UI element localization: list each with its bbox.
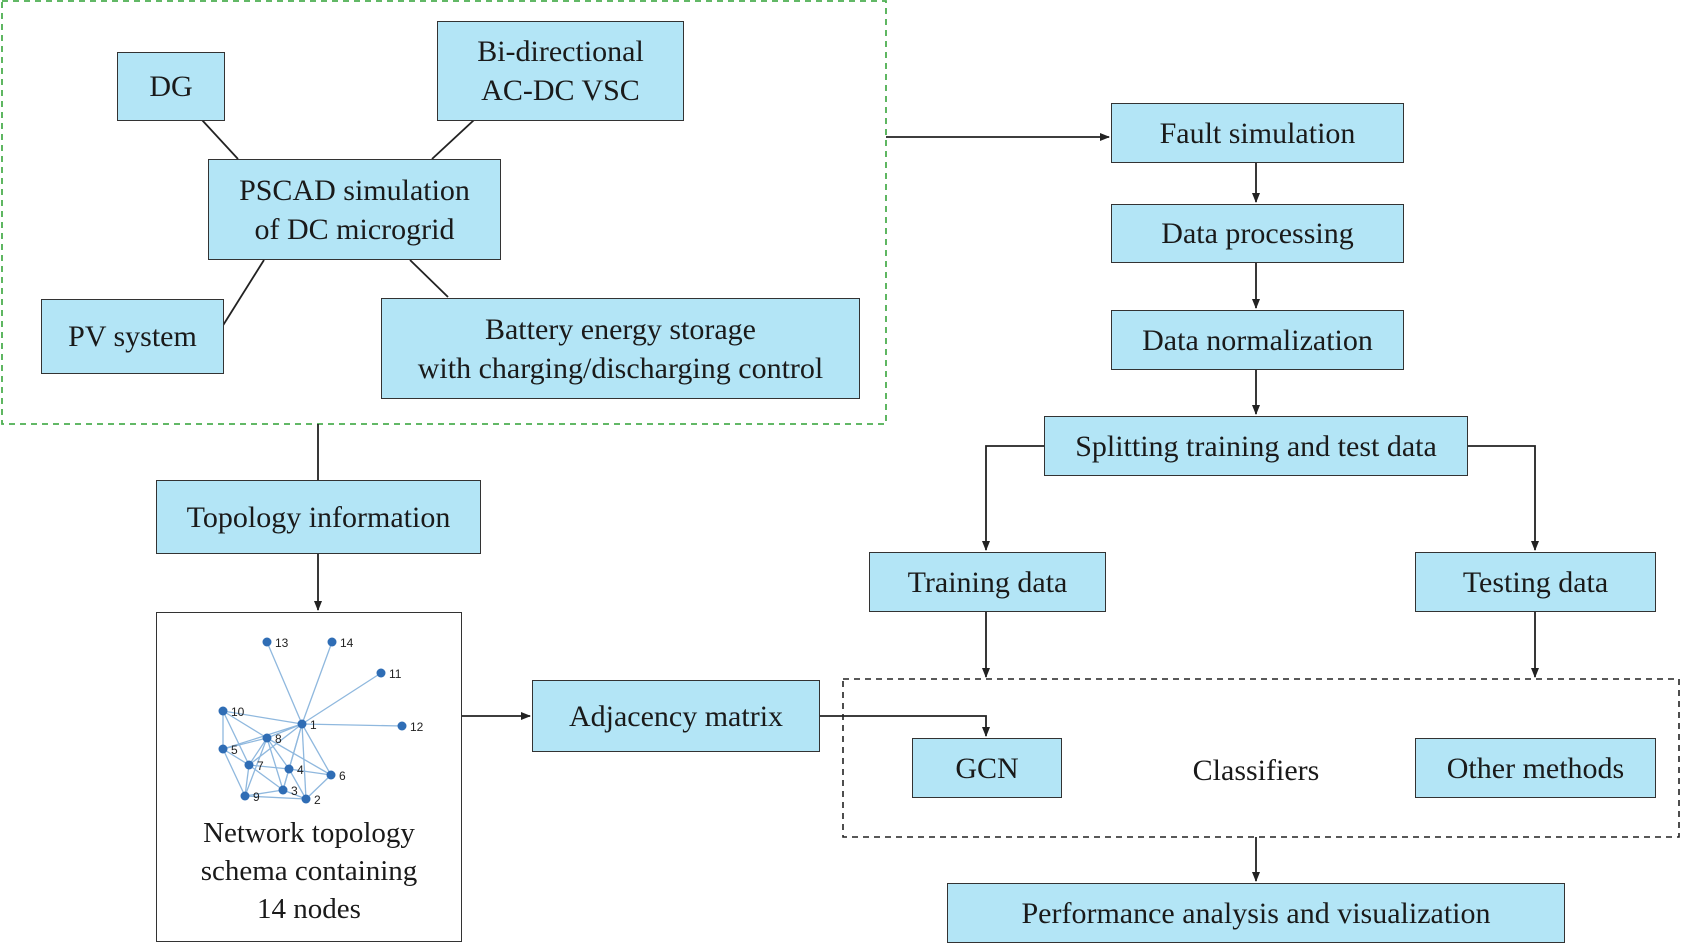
data-normalization-box: Data normalization — [1111, 310, 1404, 370]
pscad-box: PSCAD simulation of DC microgrid — [208, 159, 501, 260]
graph-edge-4-6 — [288, 768, 332, 776]
performance-box: Performance analysis and visualization — [947, 883, 1565, 943]
graph-edge-1-10 — [222, 710, 303, 725]
graph-node-12 — [397, 721, 407, 731]
graph-node-11 — [376, 668, 386, 678]
vsc-box: Bi-directional AC-DC VSC — [437, 21, 684, 121]
graph-edge-1-6 — [301, 723, 332, 776]
graph-node-5 — [218, 744, 228, 754]
dg-box: DG — [117, 52, 225, 121]
graph-node-label-14: 14 — [340, 636, 354, 650]
arrow-splitting-training — [982, 445, 1044, 551]
graph-edge-5-9 — [222, 748, 246, 797]
graph-node-9 — [240, 791, 250, 801]
graph-node-8 — [262, 733, 272, 743]
graph-node-label-10: 10 — [231, 705, 245, 719]
graph-edge-7-3 — [248, 764, 284, 791]
graph-node-label-6: 6 — [339, 769, 346, 783]
graph-edge-7-9 — [244, 764, 250, 797]
graph-node-2 — [301, 794, 311, 804]
graph-node-4 — [284, 764, 294, 774]
splitting-data-box: Splitting training and test data — [1044, 416, 1468, 476]
topology-information-box: Topology information — [156, 480, 481, 554]
graph-node-3 — [278, 785, 288, 795]
graph-edge-10-7 — [222, 710, 250, 766]
graph-node-label-9: 9 — [253, 790, 260, 804]
graph-edge-10-8 — [222, 710, 268, 739]
graph-edge-8-4 — [266, 737, 290, 770]
graph-edge-1-12 — [301, 723, 403, 727]
connector-dg-pscad — [201, 119, 239, 160]
graph-edge-1-2 — [301, 723, 307, 800]
connector-vsc-pscad — [431, 119, 475, 160]
graph-node-label-5: 5 — [231, 743, 238, 757]
graph-edge-8-9 — [244, 737, 268, 797]
graph-node-label-7: 7 — [257, 759, 264, 773]
graph-edge-8-7 — [248, 737, 268, 766]
graph-edge-4-2 — [288, 768, 307, 800]
graph-edge-1-11 — [301, 672, 382, 725]
graph-edge-9-2 — [244, 795, 307, 800]
graph-node-7 — [244, 760, 254, 770]
battery-box: Battery energy storage with charging/dis… — [381, 298, 860, 399]
graph-node-label-4: 4 — [297, 763, 304, 777]
graph-edge-1-7 — [248, 723, 303, 766]
fault-simulation-box: Fault simulation — [1111, 103, 1404, 163]
graph-edge-7-4 — [248, 764, 290, 770]
pv-box: PV system — [41, 299, 224, 374]
graph-edge-5-7 — [222, 748, 250, 766]
graph-node-14 — [327, 637, 337, 647]
connector-pscad-battery — [409, 259, 449, 298]
graph-node-label-1: 1 — [310, 718, 317, 732]
graph-edge-1-13 — [266, 641, 303, 725]
graph-node-10 — [218, 706, 228, 716]
gcn-box: GCN — [912, 738, 1062, 798]
graph-node-label-13: 13 — [275, 636, 289, 650]
graph-edge-1-14 — [301, 641, 333, 725]
classifiers-group-border — [842, 678, 1680, 838]
adjacency-matrix-box: Adjacency matrix — [532, 680, 820, 752]
graph-edge-3-9 — [244, 789, 284, 797]
graph-node-label-3: 3 — [291, 784, 298, 798]
network-topology-caption: Network topology schema containing 14 no… — [200, 816, 418, 926]
connector-pscad-pv — [221, 259, 265, 328]
training-data-box: Training data — [869, 552, 1106, 612]
graph-node-label-8: 8 — [275, 732, 282, 746]
graph-node-label-11: 11 — [389, 667, 402, 681]
graph-edge-5-8 — [222, 737, 268, 750]
arrow-splitting-testing — [1467, 445, 1539, 551]
graph-node-1 — [297, 719, 307, 729]
other-methods-box: Other methods — [1415, 738, 1656, 798]
graph-node-13 — [262, 637, 272, 647]
graph-node-label-12: 12 — [410, 720, 424, 734]
classifiers-label: Classifiers — [1192, 753, 1320, 787]
arrow-adjacency-gcn — [820, 715, 990, 737]
graph-edge-8-3 — [266, 737, 284, 791]
simulation-group-border — [1, 0, 887, 425]
data-processing-box: Data processing — [1111, 204, 1404, 263]
graph-edge-6-2 — [305, 774, 332, 800]
graph-node-6 — [326, 770, 336, 780]
graph-node-label-2: 2 — [314, 793, 321, 807]
graph-edge-8-6 — [266, 737, 332, 776]
graph-edge-1-5 — [222, 723, 303, 750]
testing-data-box: Testing data — [1415, 552, 1656, 612]
